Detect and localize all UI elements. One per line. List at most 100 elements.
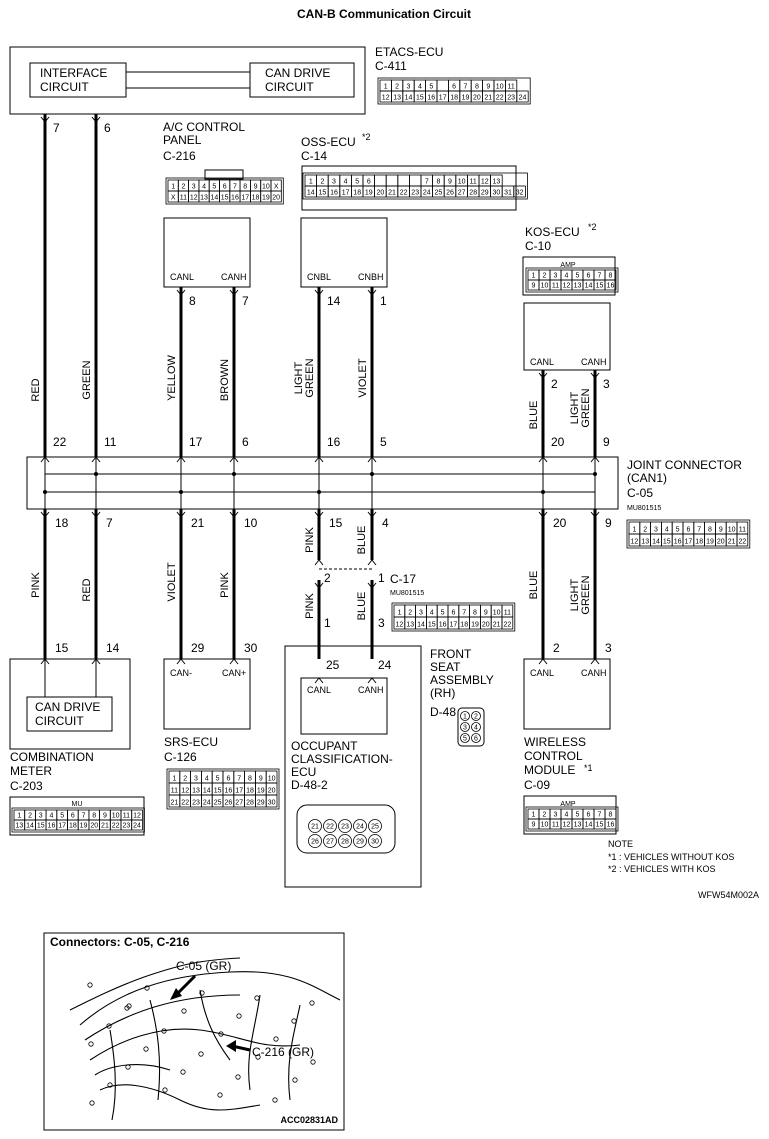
pin-number: 15: [596, 283, 604, 290]
pin-number: 27: [458, 190, 466, 197]
inset-title: Connectors: C-05, C-216: [50, 935, 190, 949]
pin-number: 9: [484, 610, 488, 617]
svg-text:PINK: PINK: [30, 572, 42, 598]
wire-w7-joint-pin: 20: [551, 435, 565, 449]
c17-connector-id: C-17: [390, 572, 416, 586]
pin-number: 19: [462, 95, 470, 102]
wire-w1-color: RED: [30, 378, 42, 401]
svg-text:5: 5: [463, 736, 467, 743]
svg-text:PINK: PINK: [219, 572, 231, 598]
srs-ecu-name: SRS-ECU: [164, 735, 218, 749]
oss-cnbh-label: CNBH: [358, 272, 384, 282]
svg-text:BLUE: BLUE: [528, 571, 540, 600]
pin-number: 10: [458, 179, 466, 186]
note-line-2: *2 : VEHICLES WITH KOS: [608, 864, 716, 874]
wireless-canh-label: CANH: [581, 668, 607, 678]
pin-number: 17: [241, 195, 249, 202]
pin-number: 3: [407, 84, 411, 91]
pin-number: 11: [739, 527, 746, 534]
pin-number: 1: [17, 813, 21, 820]
svg-text:RED: RED: [30, 378, 42, 401]
pin-number: 2: [643, 527, 647, 534]
pin-number: 23: [192, 800, 200, 807]
pin-number: 9: [532, 822, 536, 829]
wire-b4-end-pin: 30: [244, 641, 258, 655]
pin-number: 2: [408, 610, 412, 617]
pin-number: 8: [609, 273, 613, 280]
pin-number: 7: [425, 179, 429, 186]
pin-number: 21: [101, 823, 109, 830]
etacs-name: ETACS-ECU: [375, 45, 443, 59]
pin-number: 18: [695, 539, 703, 546]
arrow-mark: [40, 116, 50, 123]
wire-w5-color: LIGHTGREEN: [293, 358, 316, 397]
pin-number: 10: [541, 822, 549, 829]
pin-number: 1: [397, 610, 401, 617]
kos-ecu-box: [523, 302, 611, 371]
pin-number: 23: [507, 95, 515, 102]
arrow-mark: [538, 658, 548, 665]
pin-number: 5: [355, 179, 359, 186]
pin-number: 21: [493, 622, 501, 629]
pin-number: 4: [49, 813, 53, 820]
pin-number: 11: [552, 822, 559, 829]
srs-can-minus-label: CAN-: [170, 668, 192, 678]
wire-w7-top-pin: 2: [551, 377, 558, 391]
pin-number: 8: [708, 527, 712, 534]
wire-b8-joint-pin: 9: [605, 516, 612, 530]
srs-can-plus-label: CAN+: [222, 668, 246, 678]
oss-connector-id: C-14: [301, 149, 327, 163]
c216-pointer-arrowhead: [226, 1040, 236, 1052]
pin-number: 12: [631, 539, 639, 546]
wire-b5-end-pin: 25: [326, 658, 340, 672]
srs-connector-id: C-126: [164, 750, 197, 764]
svg-text:30: 30: [371, 839, 379, 846]
pin-number: 14: [585, 283, 593, 290]
pin-number: 15: [596, 822, 604, 829]
arrow-mark: [590, 658, 600, 665]
wireless-module-mark: *1: [584, 763, 593, 773]
pin-number: 6: [587, 273, 591, 280]
pin-number: 9: [103, 813, 107, 820]
wire-w3-joint-pin: 17: [189, 435, 203, 449]
inset-c216-label: C-216 (GR): [252, 1045, 314, 1059]
pin-number: 13: [574, 822, 582, 829]
wire-b5-color: PINK: [304, 527, 316, 553]
pin-number: 6: [686, 527, 690, 534]
pin-number: 3: [332, 179, 336, 186]
pin-number: 13: [574, 283, 582, 290]
occupant-ecu-box: [300, 677, 388, 735]
svg-text:27: 27: [326, 839, 334, 846]
pin-number: 9: [254, 184, 258, 191]
wire-b7-color: BLUE: [528, 571, 540, 600]
wire-b5-joint-pin: 15: [329, 516, 343, 530]
wire-b3-end-pin: 29: [191, 641, 205, 655]
pin-number: 21: [171, 800, 179, 807]
pin-number: 28: [246, 800, 254, 807]
pin-number: 20: [90, 823, 98, 830]
wire-w4-color: BROWN: [219, 359, 231, 401]
pin-number: 16: [607, 822, 615, 829]
svg-text:VIOLET: VIOLET: [166, 562, 178, 601]
pin-number: 8: [248, 776, 252, 783]
arrow-mark: [229, 289, 239, 296]
arrow-mark: [314, 559, 324, 566]
pin-number: 9: [448, 179, 452, 186]
pin-number: 28: [469, 190, 477, 197]
pin-number: 23: [411, 190, 419, 197]
svg-text:23: 23: [341, 824, 349, 831]
pin-number: 7: [233, 184, 237, 191]
svg-text:25: 25: [371, 824, 379, 831]
wire-b7-joint-pin: 20: [553, 516, 567, 530]
pin-number: 10: [262, 184, 270, 191]
pin-number: 12: [382, 95, 390, 102]
pin-number: 10: [268, 776, 276, 783]
